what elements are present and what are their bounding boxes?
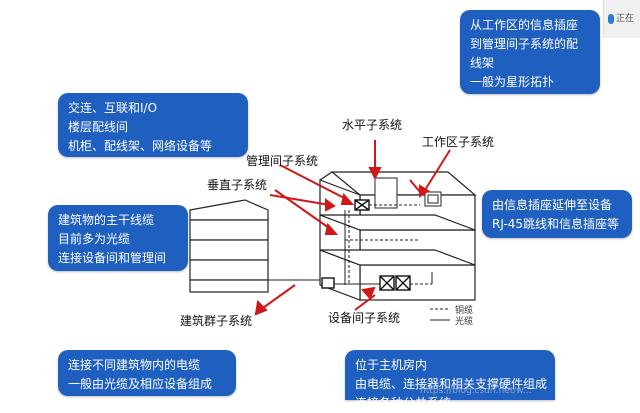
horizontal-subsystem-label: 水平子系统 xyxy=(342,118,403,132)
equipment-subsystem-label: 设备间子系统 xyxy=(328,311,401,325)
bubble-line: 到管理间子系统的配 xyxy=(470,37,579,51)
work-area-subsystem-label: 工作区子系统 xyxy=(422,135,495,149)
bubble-line: 由信息插座延伸至设备 xyxy=(492,198,613,212)
bubble-line: 一般为星形拓扑 xyxy=(470,75,555,89)
mic-icon xyxy=(608,14,614,24)
admin-subsystem-label: 管理间子系统 xyxy=(246,154,319,168)
building-diagram xyxy=(189,140,477,321)
watermark: https://blog.csdn.net/w... xyxy=(420,386,532,396)
bubble-line: 机柜、配线架、网络设备等 xyxy=(68,139,213,153)
adjacent-building xyxy=(189,199,269,293)
legend-lines xyxy=(430,308,450,321)
bubble-line: 建筑物的主干线缆 xyxy=(58,213,155,227)
legend-copper: 铜缆 xyxy=(455,306,474,316)
top-room xyxy=(374,177,442,209)
recording-status: 正在 xyxy=(616,14,635,24)
bubble-line: 交连、互联和I/O xyxy=(68,101,158,115)
bubble-line: 连接各种公共系统 xyxy=(355,396,452,410)
backbone-bubble: 建筑物的主干线缆 目前多为光缆 连接设备间和管理间 xyxy=(48,205,188,271)
bubble-line: 楼层配线间 xyxy=(68,120,129,134)
campus-bubble: 连接不同建筑物内的电缆 一般由光缆及相应设备组成 xyxy=(58,350,236,396)
work-area-bubble: 从工作区的信息插座 到管理间子系统的配 线架 一般为星形拓扑 xyxy=(460,10,600,94)
bubble-line: 位于主机房内 xyxy=(355,358,428,372)
bubble-line: 一般由光缆及相应设备组成 xyxy=(68,377,213,391)
patch-symbols xyxy=(321,199,411,291)
bubble-line: RJ-45跳线和信息插座等 xyxy=(492,217,620,231)
bubble-line: 连接不同建筑物内的电缆 xyxy=(68,358,201,372)
red-arrows xyxy=(254,140,451,316)
bubble-line: 由电缆、连接器和相关支撑硬件组成 xyxy=(355,377,548,391)
cables xyxy=(268,204,433,285)
main-building xyxy=(319,171,477,301)
bubble-line: 目前多为光缆 xyxy=(58,232,131,246)
bubble-line: 线架 xyxy=(470,56,495,70)
admin-bubble: 交连、互联和I/O 楼层配线间 机柜、配线架、网络设备等 xyxy=(58,93,248,157)
bubble-line: 从工作区的信息插座 xyxy=(470,18,579,32)
campus-subsystem-label: 建筑群子系统 xyxy=(180,314,253,328)
recording-widget[interactable]: 正在 xyxy=(603,0,640,38)
legend-fiber: 光缆 xyxy=(455,317,474,327)
work-area-desc-bubble: 由信息插座延伸至设备 RJ-45跳线和信息插座等 xyxy=(482,190,632,238)
vertical-subsystem-label: 垂直子系统 xyxy=(207,178,268,192)
bubble-line: 连接设备间和管理间 xyxy=(58,251,167,265)
